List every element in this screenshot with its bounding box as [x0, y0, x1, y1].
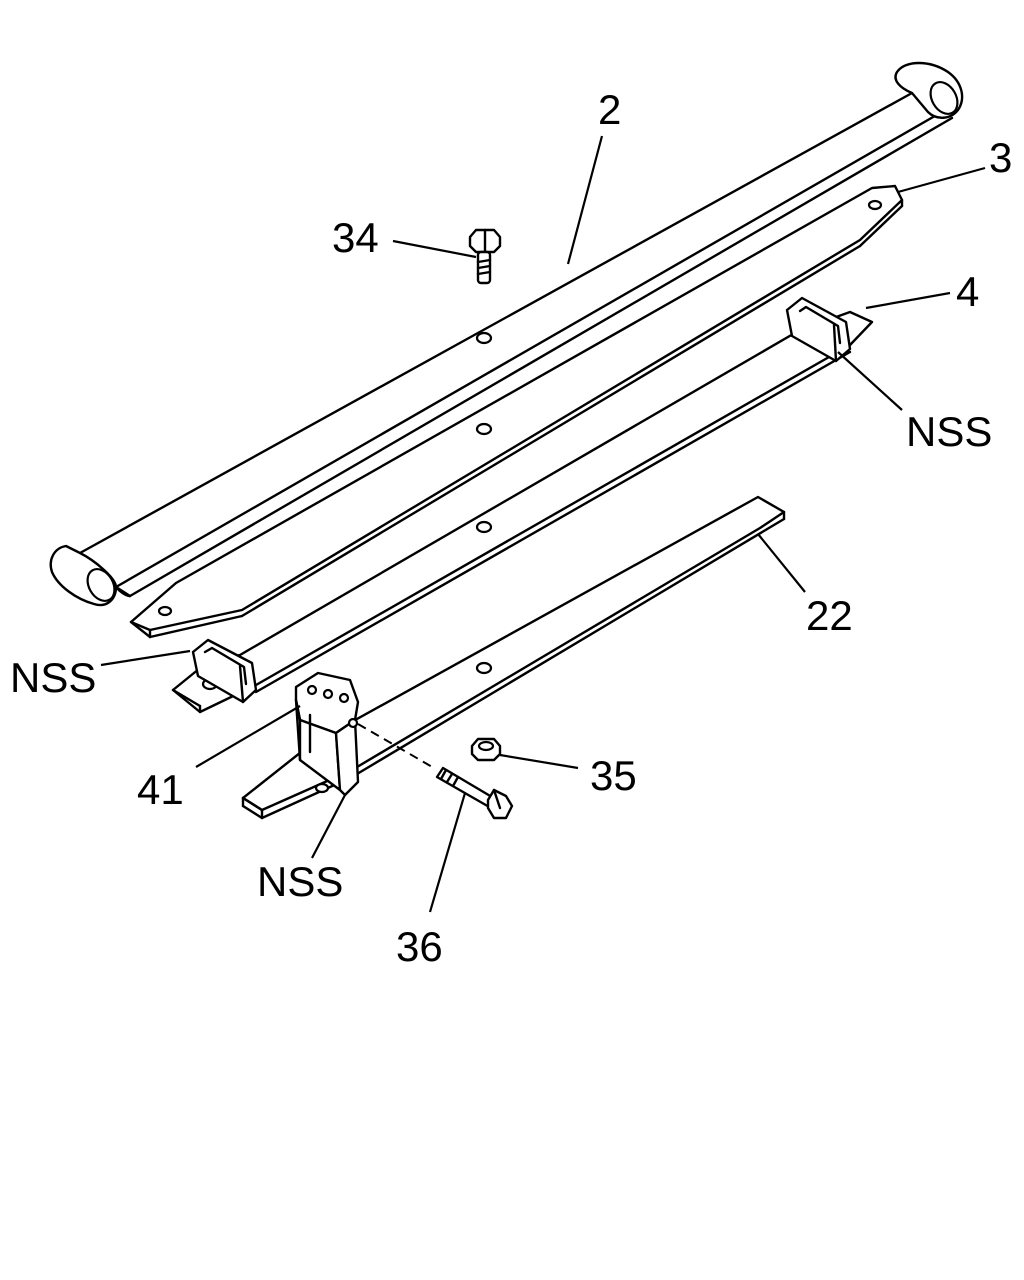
leaf-eye-front [894, 61, 964, 119]
leaf-part-22 [241, 495, 786, 820]
center-bolt-hole [475, 331, 493, 345]
leaf-eye-rear [49, 544, 118, 607]
callout-nss-bottom: NSS [257, 858, 343, 905]
bracket-part-41 [294, 671, 360, 797]
callout-part-35: 35 [590, 752, 637, 799]
callout-part-34: 34 [332, 214, 379, 261]
callout-part-2: 2 [598, 86, 621, 133]
rebound-clip-rear [191, 638, 258, 704]
callout-part-36: 36 [396, 923, 443, 970]
callout-part-4: 4 [956, 268, 979, 315]
leaf-part-4 [171, 296, 874, 714]
bolt-part-36 [435, 766, 514, 820]
callout-nss-left: NSS [10, 654, 96, 701]
nut-part-35 [470, 737, 502, 762]
bolt-part-34 [468, 228, 502, 285]
leaf-part-3 [129, 184, 904, 639]
callout-part-22: 22 [806, 592, 853, 639]
rebound-clip-front [785, 296, 852, 363]
leader-lines [100, 135, 986, 913]
callout-nss-right: NSS [906, 408, 992, 455]
callout-part-3: 3 [989, 134, 1012, 181]
main-leaf-part-2 [49, 61, 964, 607]
callout-part-41: 41 [137, 766, 184, 813]
